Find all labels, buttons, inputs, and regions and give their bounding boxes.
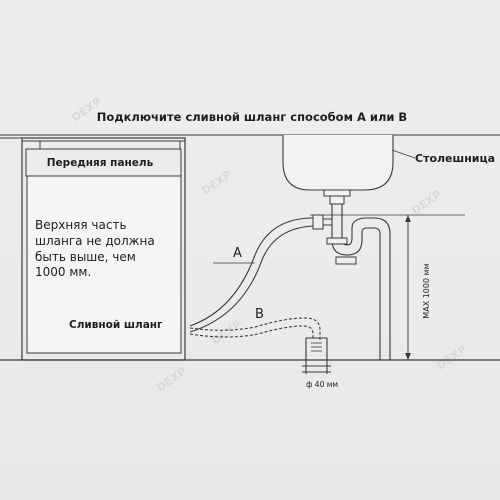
sink <box>282 135 394 205</box>
watermark: DEXP <box>434 343 469 373</box>
note-line: быть выше, чем <box>35 250 136 264</box>
watermark: DEXP <box>209 318 244 348</box>
floor-drain-pipe <box>302 337 331 374</box>
pipe-diameter-label: ф 40 мм <box>306 380 338 389</box>
watermark: DEXP <box>409 188 444 218</box>
max-height-dimension <box>310 214 465 360</box>
watermark: DEXP <box>199 168 234 198</box>
method-b-label: B <box>255 307 264 322</box>
dishwasher <box>21 137 186 361</box>
max-height-label: MAX 1000 мм <box>422 263 431 318</box>
countertop-pointer <box>391 149 416 159</box>
method-a-label: A <box>233 246 242 261</box>
siphon <box>312 204 391 360</box>
watermark: DEXP <box>154 365 189 395</box>
drain-hose-label: Сливной шланг <box>69 319 163 331</box>
front-panel-label: Передняя панель <box>47 157 154 169</box>
countertop-label: Столешница <box>415 152 495 165</box>
hose-method-a <box>189 217 314 333</box>
note-line: Верхняя часть <box>35 218 127 232</box>
hose-method-b <box>189 317 321 340</box>
diagram-title: Подключите сливной шланг способом A или … <box>97 110 407 124</box>
note-line: шланга не должна <box>35 234 155 248</box>
dishwasher-door <box>26 175 182 354</box>
note-line: 1000 мм. <box>35 265 91 279</box>
